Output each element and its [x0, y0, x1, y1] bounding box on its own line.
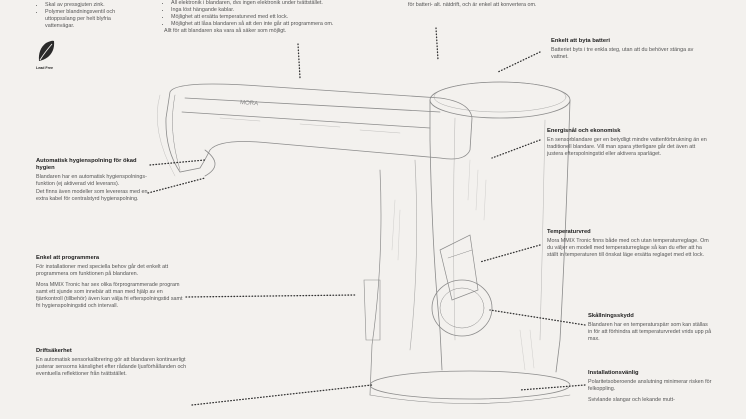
program-text-2: Mora MMIX Tronic har sex olika förprogra…	[36, 282, 183, 309]
reliability-text: En automatisk sensorkalibrering gör att …	[36, 357, 187, 377]
materials-bullet-2: Polymer blandningsventil och uttoppsslan…	[45, 9, 138, 30]
materials-bullet-1: Skal av pressgjuten zink.	[45, 2, 138, 9]
safety-bullet-2: Inga löst hängande kablar.	[171, 7, 334, 14]
program-block: Enkel att programmera För installationer…	[36, 255, 188, 311]
battery-block: Enkelt att byta batteri Batteriet byts i…	[551, 38, 701, 62]
install-text: Polaritetsoberoende anslutning minimerar…	[588, 379, 712, 392]
install-heading: Installationsvänlig	[588, 370, 639, 376]
temperature-text: Mora MMIX Tronic finns både med och utan…	[547, 238, 709, 258]
install-text-2: Svivlande slangar och lekande mutt-	[588, 397, 675, 403]
scald-text: Blandaren har en temperaturspärr som kan…	[588, 322, 712, 342]
svg-text:MORA: MORA	[240, 100, 258, 107]
power-text: för batteri- alt. nätdrift, och är enkel…	[408, 2, 537, 8]
hygiene-text: Blandaren har en automatisk hygienspolni…	[36, 174, 147, 187]
energy-text: En sensorblandare ger en betydligt mindr…	[547, 137, 707, 157]
energy-block: Energisnål och ekonomisk En sensorblanda…	[547, 128, 712, 159]
power-block: för batteri- alt. nätdrift, och är enkel…	[408, 2, 538, 10]
safety-bullet-3: Möjlighet att ersätta temperaturvred med…	[171, 14, 334, 21]
reliability-block: Driftsäkerhet En automatisk sensorkalibr…	[36, 348, 191, 379]
program-text: För installationer med speciella behov g…	[36, 264, 169, 277]
safety-block: All elektronik i blandaren, dvs ingen el…	[164, 0, 334, 36]
battery-heading: Enkelt att byta batteri	[551, 38, 610, 44]
energy-heading: Energisnål och ekonomisk	[547, 128, 621, 134]
safety-bullet-1: All elektronik i blandaren, dvs ingen el…	[171, 0, 334, 7]
safety-bullet-4: Möjlighet att låsa blandaren så att den …	[171, 21, 334, 28]
temperature-heading: Temperaturvred	[547, 229, 591, 235]
battery-text: Batteriet byts i tre enkla steg, utan at…	[551, 47, 694, 60]
lead-free-label: Lead Free	[36, 66, 53, 70]
hygiene-text-2: Det finns även modeller som levereras me…	[36, 189, 148, 202]
lead-free-leaf-icon	[36, 39, 58, 68]
materials-block: Skal av pressgjuten zink. Polymer blandn…	[38, 2, 138, 30]
scald-heading: Skållningsskydd	[588, 313, 634, 319]
hygiene-block: Automatisk hygienspolning för ökad hygie…	[36, 158, 148, 204]
safety-note: Allt för att blandaren ska vara så säker…	[164, 28, 287, 34]
install-block: Installationsvänlig Polaritetsoberoende …	[588, 370, 713, 405]
temperature-block: Temperaturvred Mora MMIX Tronic finns bå…	[547, 229, 712, 260]
program-heading: Enkel att programmera	[36, 255, 100, 261]
hygiene-heading: Automatisk hygienspolning för ökad hygie…	[36, 158, 137, 171]
reliability-heading: Driftsäkerhet	[36, 348, 72, 354]
scald-block: Skållningsskydd Blandaren har en tempera…	[588, 313, 713, 344]
